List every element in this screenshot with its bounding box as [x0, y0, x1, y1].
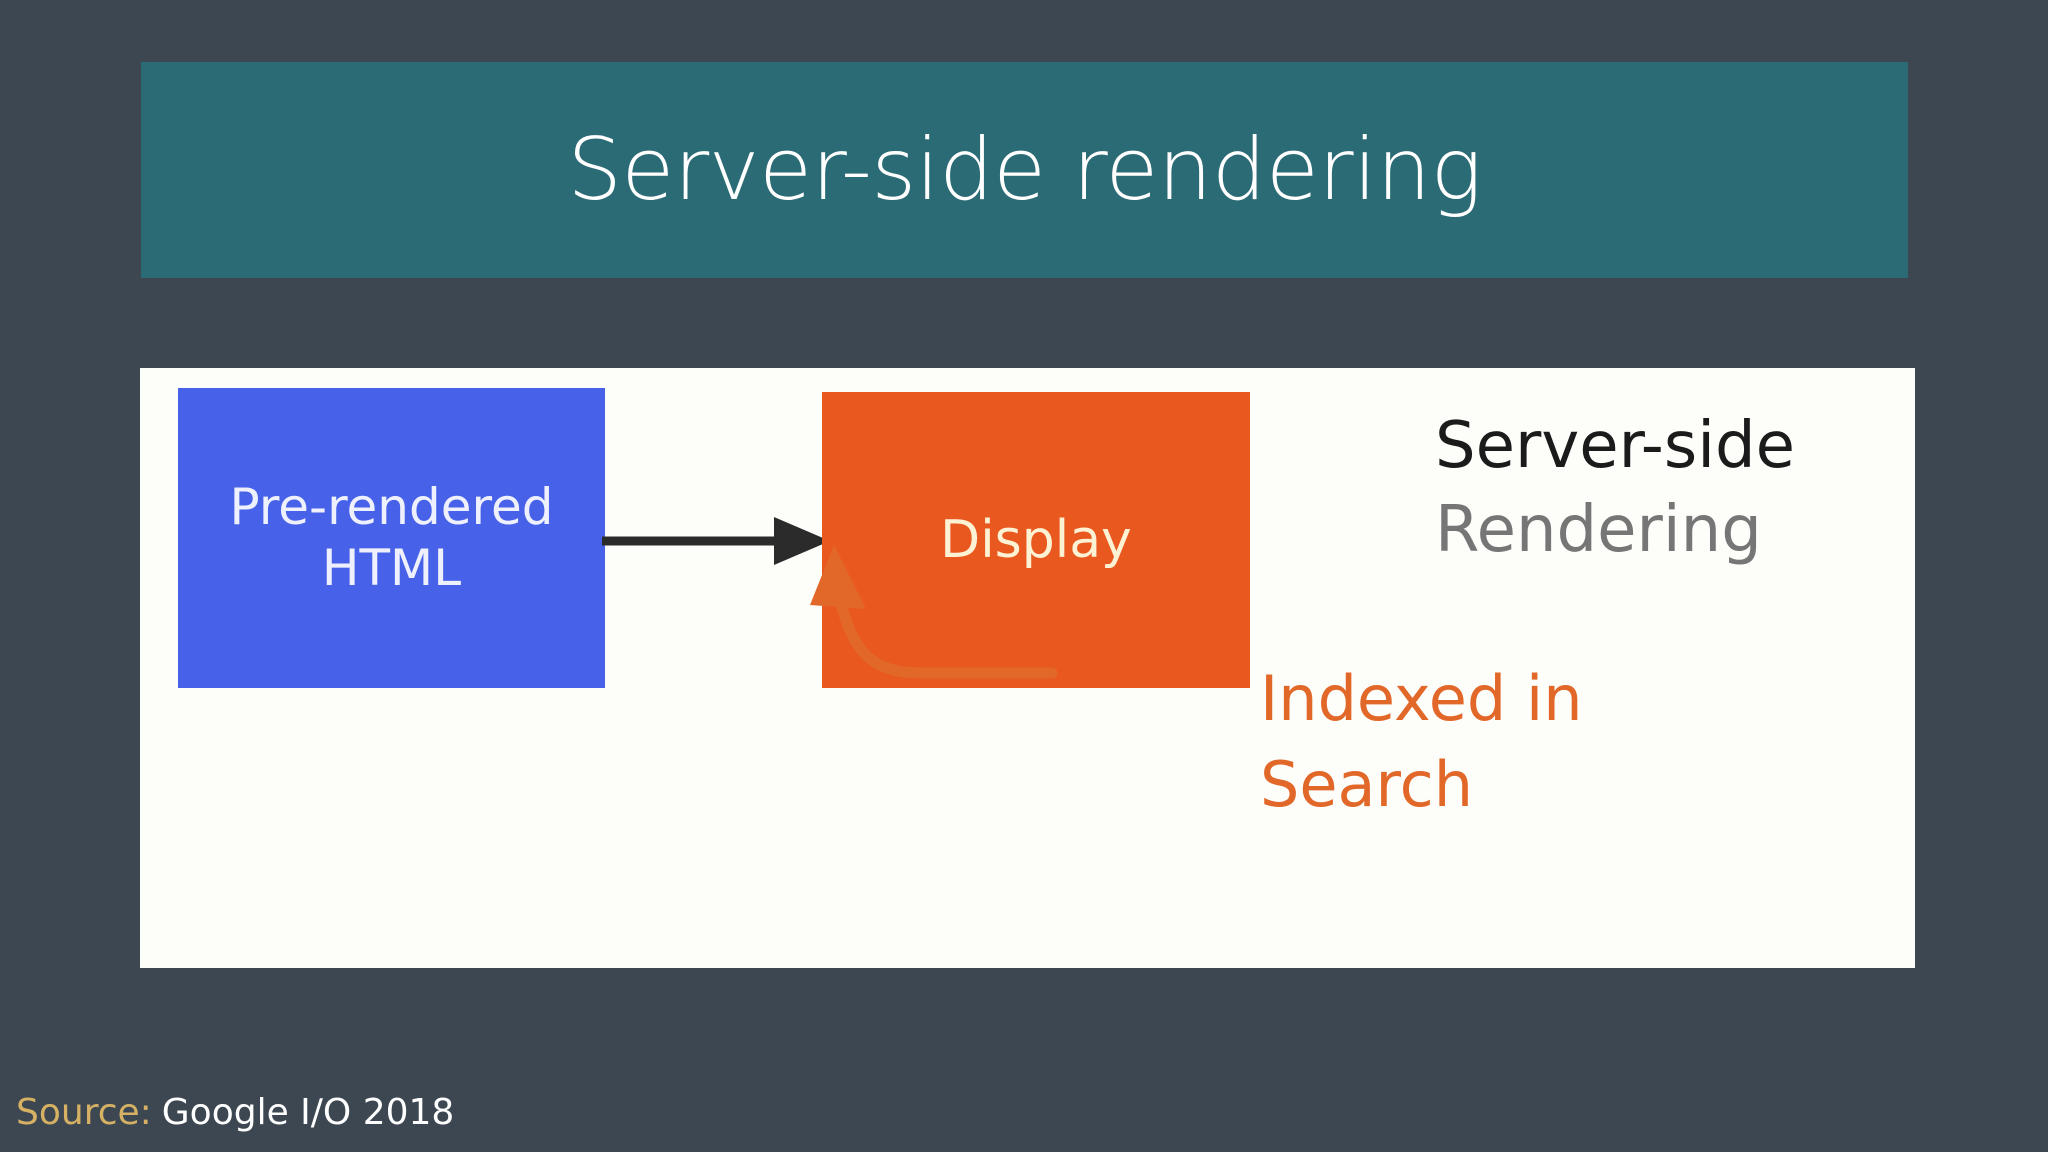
- diagram-node-label-display: Display: [940, 510, 1132, 570]
- title-banner: Server-side rendering: [141, 62, 1908, 278]
- diagram-node-label-line1: Pre-rendered: [229, 478, 554, 536]
- diagram-node-prerendered-html: Pre-rendered HTML: [178, 388, 605, 688]
- diagram-node-label-line2: HTML: [321, 539, 462, 597]
- page-title: Server-side rendering: [567, 120, 1482, 220]
- diagram-heading-line1: Server-side: [1435, 409, 1795, 483]
- diagram-panel: Pre-rendered HTML Display Server-side Re…: [140, 368, 1915, 968]
- diagram-heading-line2: Rendering: [1435, 493, 1762, 568]
- diagram-node-display: Display: [822, 392, 1250, 688]
- diagram-caption-line1: Indexed in: [1260, 662, 1583, 735]
- diagram-caption-line2: Search: [1260, 747, 1474, 821]
- source-footer: Source: Google I/O 2018: [16, 1095, 454, 1131]
- flow-arrow-icon: [602, 517, 830, 565]
- diagram-caption: Indexed in Search: [1260, 656, 1740, 827]
- source-label: Source:: [16, 1092, 152, 1133]
- source-value: Google I/O 2018: [161, 1092, 455, 1133]
- curved-arrow-icon: [810, 545, 1058, 679]
- diagram-heading: Server-side Rendering: [1435, 404, 1895, 573]
